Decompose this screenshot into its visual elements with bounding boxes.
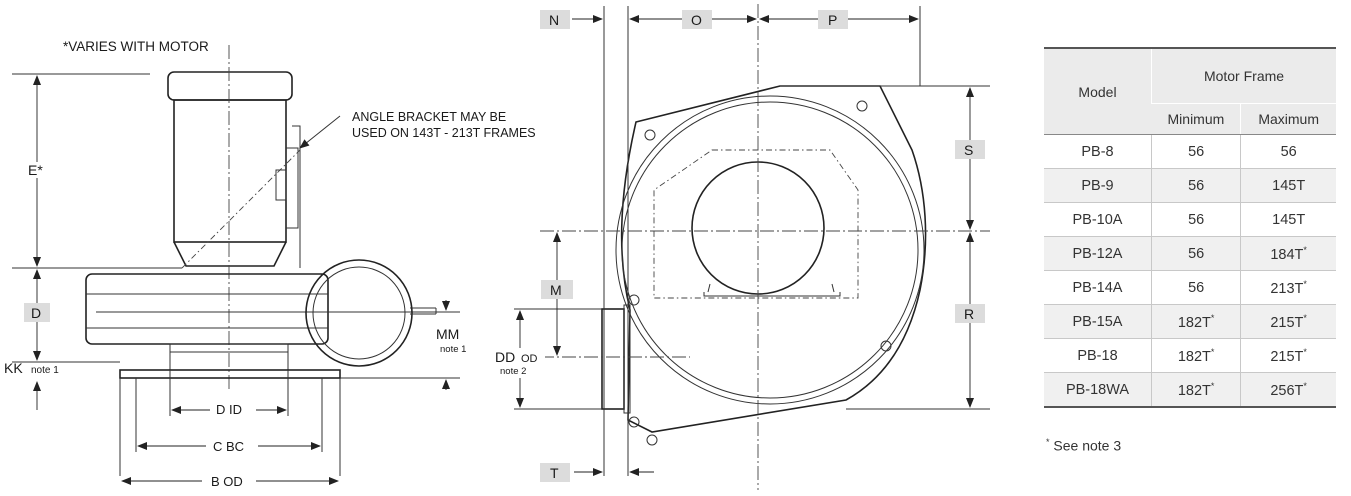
dim-d-id-label: D ID (216, 402, 242, 417)
bolt-hole (628, 416, 640, 428)
header-model: Model (1044, 47, 1152, 135)
cell-max: 256T* (1240, 372, 1336, 408)
header-minimum: Minimum (1151, 103, 1241, 135)
table-footnote: * See note 3 (1046, 437, 1121, 454)
cell-min: 56 (1150, 270, 1241, 305)
dim-b-od-label: B OD (211, 474, 243, 489)
dim-mm-label: MM (436, 326, 459, 342)
cell-max: 215T* (1240, 304, 1336, 339)
bolt-hole (628, 294, 640, 306)
footnote-text: See note 3 (1053, 437, 1122, 454)
dim-dd-label: DD (495, 349, 515, 365)
dim-dd-note: note 2 (500, 366, 526, 377)
outlet-flange-side (601, 308, 625, 410)
side-view: *VARIES WITH MOTOR ANGLE BRACKET MAY BE … (4, 39, 536, 490)
outlet-flange (305, 259, 413, 367)
motor-flange (173, 241, 287, 267)
blower-housing (85, 273, 329, 345)
cell-min: 182T* (1150, 304, 1241, 339)
note-marker: * (1303, 380, 1307, 391)
bolt-hole (856, 100, 868, 112)
cell-model: PB-15A (1044, 304, 1152, 339)
bolt-hole (880, 340, 892, 352)
dim-r-label: R (964, 306, 974, 322)
header-maximum: Maximum (1240, 103, 1336, 135)
dim-kk-label: KK (4, 360, 23, 376)
angle-bracket-note-line2: USED ON 143T - 213T FRAMES (352, 126, 536, 140)
cell-max: 145T (1240, 168, 1336, 203)
dim-e-label: E* (28, 162, 43, 178)
front-view: N O P S M R DD OD note 2 T (495, 4, 990, 490)
cell-max: 184T* (1240, 236, 1336, 271)
scroll-housing (620, 85, 927, 433)
dim-d-label: D (31, 305, 41, 321)
dim-dd-od: OD (521, 353, 538, 365)
dim-n-label: N (549, 12, 559, 28)
cell-max: 213T* (1240, 270, 1336, 305)
cell-model: PB-9 (1044, 168, 1152, 203)
varies-with-motor-note: *VARIES WITH MOTOR (63, 39, 209, 54)
cell-model: PB-18WA (1044, 372, 1152, 408)
cell-max: 145T (1240, 202, 1336, 237)
cell-model: PB-14A (1044, 270, 1152, 305)
cell-model: PB-10A (1044, 202, 1152, 237)
angle-bracket-note-line1: ANGLE BRACKET MAY BE (352, 110, 506, 124)
note-marker: * (1303, 346, 1307, 357)
note-marker: * (1303, 312, 1307, 323)
cell-model: PB-12A (1044, 236, 1152, 271)
header-motor-frame: Motor Frame (1151, 47, 1336, 104)
cell-model: PB-8 (1044, 134, 1152, 169)
cell-min: 182T* (1150, 338, 1241, 373)
motor-body (173, 99, 287, 243)
dim-s-label: S (964, 142, 973, 158)
cell-min: 182T* (1150, 372, 1241, 408)
cell-min: 56 (1150, 202, 1241, 237)
motor-cap (167, 71, 293, 101)
angle-bracket (292, 125, 301, 268)
dim-mm-note: note 1 (440, 344, 466, 355)
note-marker: * (1210, 346, 1215, 357)
cell-min: 56 (1150, 236, 1241, 271)
cell-min: 56 (1150, 134, 1241, 169)
base-plate (119, 369, 341, 379)
cell-model: PB-18 (1044, 338, 1152, 373)
bolt-hole (644, 129, 656, 141)
note-marker: * (1210, 312, 1215, 323)
cell-min: 56 (1150, 168, 1241, 203)
note-marker: * (1303, 278, 1307, 289)
dim-c-bc-label: C BC (213, 439, 244, 454)
dim-t-label: T (550, 465, 559, 481)
dim-o-label: O (691, 12, 702, 28)
bolt-hole (646, 434, 658, 446)
cell-max: 56 (1240, 134, 1336, 169)
dim-kk-note: note 1 (31, 365, 59, 376)
motor-mount-outline (653, 149, 859, 299)
note-marker: * (1303, 244, 1307, 255)
note-marker: * (1210, 380, 1215, 391)
dim-m-label: M (550, 282, 562, 298)
footnote-mark: * (1046, 437, 1050, 447)
cell-max: 215T* (1240, 338, 1336, 373)
dim-p-label: P (828, 12, 837, 28)
